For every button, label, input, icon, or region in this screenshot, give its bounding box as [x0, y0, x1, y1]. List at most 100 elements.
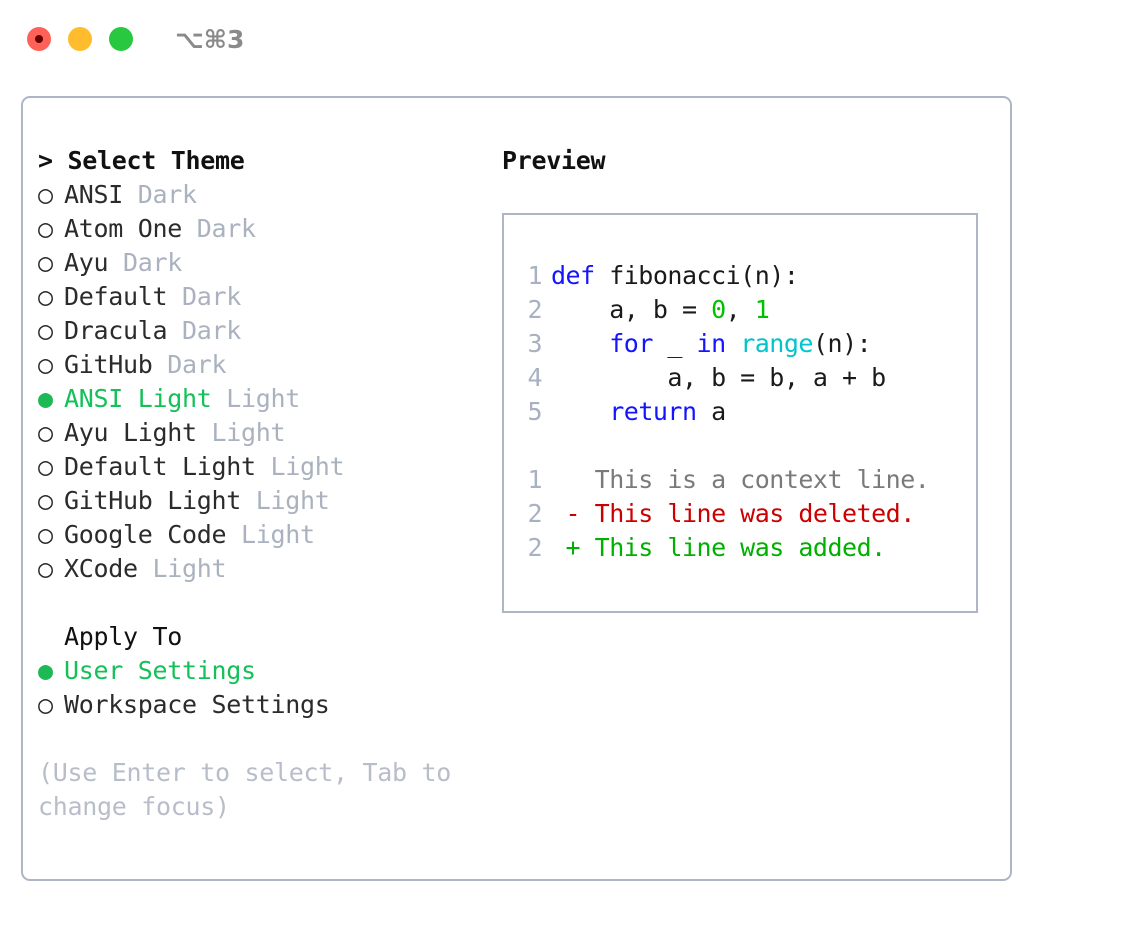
code-token-plain: , [725, 295, 755, 324]
theme-option-label: XCode [64, 554, 138, 583]
theme-option-variant-tag: Light [211, 418, 286, 447]
code-token-kw: return [609, 397, 697, 426]
code-token-num: 1 [754, 295, 770, 324]
label-spacer [167, 282, 182, 311]
apply-to-option-label: User Settings [64, 656, 256, 685]
apply-to-list[interactable]: ● User Settings ○ Workspace Settings [38, 654, 493, 722]
traffic-light-buttons [27, 27, 133, 51]
theme-option-variant-tag: Dark [196, 214, 256, 243]
diff-line-text: This is a context line. [551, 465, 930, 494]
code-token-kw: def [551, 261, 595, 290]
theme-option-ayu[interactable]: ○Ayu Dark [38, 246, 493, 280]
line-number: 4 [527, 363, 542, 392]
code-token-kw: in [696, 329, 727, 358]
code-token-plain: _ [652, 329, 697, 358]
close-button-icon[interactable] [27, 27, 51, 51]
theme-option-ansi-light[interactable]: ● ANSI Light Light [38, 382, 493, 416]
radio-unselected-icon: ○ [38, 486, 53, 515]
radio-unselected-icon: ○ [38, 452, 53, 481]
code-token-kw: for [609, 329, 653, 358]
diff-line-text: - This line was deleted. [551, 499, 916, 528]
radio-unselected-icon: ○ [38, 418, 53, 447]
line-number: 2 [527, 499, 542, 528]
radio-unselected-icon: ○ [38, 350, 53, 379]
theme-option-xcode[interactable]: ○ XCode Light [38, 552, 493, 586]
radio-unselected-icon: ○ [38, 214, 53, 243]
title-bar: ⌥⌘3 [0, 0, 1140, 78]
theme-option-github-light[interactable]: ○ GitHub Light Light [38, 484, 493, 518]
theme-option-ansi[interactable]: ○ ANSI Dark [38, 178, 493, 212]
theme-option-dracula[interactable]: ○Dracula Dark [38, 314, 493, 348]
theme-list[interactable]: ○ANSI Dark○Atom One Dark○Ayu Dark○Defaul… [38, 178, 493, 586]
radio-unselected-icon: ○ [38, 520, 53, 549]
label-spacer [167, 316, 182, 345]
code-token-plain: a, b = b, a + b [551, 363, 886, 392]
radio-selected-icon: ● [38, 656, 53, 685]
diff-line-add: 2 + This line was added. [515, 531, 970, 565]
line-number: 2 [527, 295, 542, 324]
minimize-button-icon[interactable] [68, 27, 92, 51]
radio-unselected-icon: ○ [38, 554, 53, 583]
label-spacer [226, 520, 241, 549]
line-number: 2 [527, 533, 542, 562]
theme-option-default-light[interactable]: ○Default Light Light [38, 450, 493, 484]
theme-option-google-code[interactable]: ○ Google Code Light [38, 518, 493, 552]
code-line: 1 def fibonacci(n): [515, 259, 970, 293]
diff-line-del: 2 - This line was deleted. [515, 497, 970, 531]
theme-option-variant-tag: Light [255, 486, 330, 515]
label-spacer [123, 180, 138, 209]
theme-option-variant-tag: Dark [123, 248, 183, 277]
code-token-plain: a, b = [551, 295, 712, 324]
keyboard-hint: (Use Enter to select, Tab to change focu… [38, 758, 466, 821]
theme-option-variant-tag: Dark [167, 350, 227, 379]
theme-option-default[interactable]: ○Default Dark [38, 280, 493, 314]
theme-option-variant-tag: Light [152, 554, 227, 583]
apply-to-option-user-settings[interactable]: ● User Settings [38, 654, 493, 688]
code-line: 4 a, b = b, a + b [515, 361, 970, 395]
code-token-plain [551, 397, 609, 426]
code-token-num: 0 [711, 295, 726, 324]
code-token-plain: a [696, 397, 726, 426]
radio-unselected-icon: ○ [38, 316, 53, 345]
apply-to-option-label: Workspace Settings [64, 690, 330, 719]
theme-option-github[interactable]: ○GitHub Dark [38, 348, 493, 382]
radio-unselected-icon: ○ [38, 180, 53, 209]
label-spacer [138, 554, 153, 583]
diff-line-text: + This line was added. [551, 533, 887, 562]
theme-option-ayu-light[interactable]: ○Ayu Light Light [38, 416, 493, 450]
theme-option-label: Default Light [64, 452, 256, 481]
label-spacer [108, 248, 123, 277]
label-spacer [182, 214, 197, 243]
theme-option-label: Default [64, 282, 168, 311]
preview-title: Preview [502, 146, 606, 175]
theme-option-variant-tag: Dark [182, 282, 242, 311]
apply-to-title: Apply To [64, 622, 183, 651]
label-spacer [212, 384, 227, 413]
theme-option-variant-tag: Dark [137, 180, 197, 209]
theme-option-label: ANSI [64, 180, 124, 209]
maximize-button-icon[interactable] [109, 27, 133, 51]
theme-option-variant-tag: Light [241, 520, 315, 549]
code-line: 2 a, b = 0, 1 [515, 293, 970, 327]
theme-option-label: ANSI Light [64, 384, 212, 413]
code-diff-spacer [515, 429, 970, 463]
theme-option-atom-one[interactable]: ○Atom One Dark [38, 212, 493, 246]
line-number: 1 [527, 465, 542, 494]
code-line: 5 return a [515, 395, 970, 429]
line-number: 3 [527, 329, 542, 358]
apply-to-option-workspace-settings[interactable]: ○ Workspace Settings [38, 688, 493, 722]
code-token-plain: fibonacci(n): [594, 261, 799, 290]
diff-line-ctx: 1 This is a context line. [515, 463, 970, 497]
theme-option-variant-tag: Light [226, 384, 301, 413]
line-number: 1 [527, 261, 542, 290]
code-token-plain [551, 329, 609, 358]
theme-option-label: Google Code [64, 520, 227, 549]
radio-selected-icon: ● [38, 384, 53, 413]
theme-option-label: GitHub Light [64, 486, 242, 515]
select-theme-header: > Select Theme [38, 146, 245, 175]
radio-unselected-icon: ○ [38, 690, 53, 719]
